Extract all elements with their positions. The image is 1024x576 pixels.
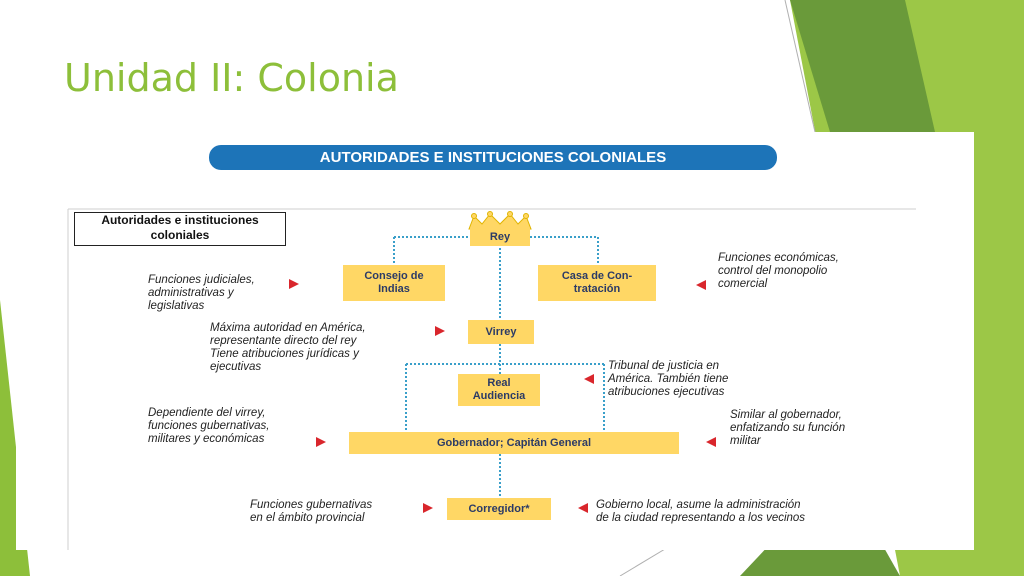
arrow-right-icon [423, 503, 433, 513]
deco-thin-line [784, 0, 816, 133]
note-gobernador-left: Dependiente del virrey, funciones gubern… [148, 407, 270, 445]
node-label: Audiencia [472, 390, 526, 402]
arrow-left-icon [696, 280, 706, 290]
node-label: Casa de Con- [561, 270, 633, 282]
node-corregidor: Corregidor* [447, 498, 551, 520]
node-virrey-label: Virrey [485, 325, 517, 338]
node-rey-label: Rey [489, 230, 511, 243]
note-consejo: Funciones judiciales, administrativas y … [148, 274, 255, 312]
arrow-right-icon [316, 437, 326, 447]
crown-icon [468, 211, 532, 230]
node-gobernador-label: Gobernador; Capitán General [436, 436, 592, 449]
note-gobernador-right: Similar al gobernador, enfatizando su fu… [730, 409, 846, 447]
legend-line: coloniales [150, 228, 210, 242]
node-rey: Rey [470, 228, 530, 246]
diagram-image: AUTORIDADES E INSTITUCIONES COLONIALES [16, 132, 974, 550]
slide-title: Unidad II: Colonia [64, 56, 399, 100]
node-real-audiencia: Real Audiencia [458, 374, 540, 406]
node-gobernador-capitan-general: Gobernador; Capitán General [349, 432, 679, 454]
arrow-right-icon [289, 279, 299, 289]
note-corregidor-left: Funciones gubernativas en el ámbito prov… [250, 499, 373, 524]
node-virrey: Virrey [468, 320, 534, 344]
node-label: Consejo de [364, 270, 424, 282]
note-corregidor-right: Gobierno local, asume la administración … [596, 499, 806, 524]
node-label: Indias [378, 283, 410, 295]
node-label: tratación [573, 283, 621, 295]
note-virrey: Máxima autoridad en América, representan… [210, 322, 366, 373]
diagram-connectors [67, 208, 916, 550]
diagram-banner: AUTORIDADES E INSTITUCIONES COLONIALES [209, 145, 777, 170]
node-consejo-de-indias: Consejo de Indias [343, 265, 445, 301]
right-dark-green-shape [790, 0, 935, 132]
node-label: Real [487, 377, 511, 389]
node-corregidor-label: Corregidor* [468, 502, 530, 515]
diagram-legend: Autoridades e instituciones coloniales [74, 212, 286, 246]
arrow-left-icon [578, 503, 588, 513]
note-audiencia: Tribunal de justicia en América. También… [608, 360, 729, 398]
arrow-left-icon [706, 437, 716, 447]
note-casa: Funciones económicas, control del monopo… [718, 252, 839, 290]
arrow-left-icon [584, 374, 594, 384]
node-casa-de-contratacion: Casa de Con- tratación [538, 265, 656, 301]
arrow-right-icon [435, 326, 445, 336]
legend-line: Autoridades e instituciones [101, 213, 259, 227]
